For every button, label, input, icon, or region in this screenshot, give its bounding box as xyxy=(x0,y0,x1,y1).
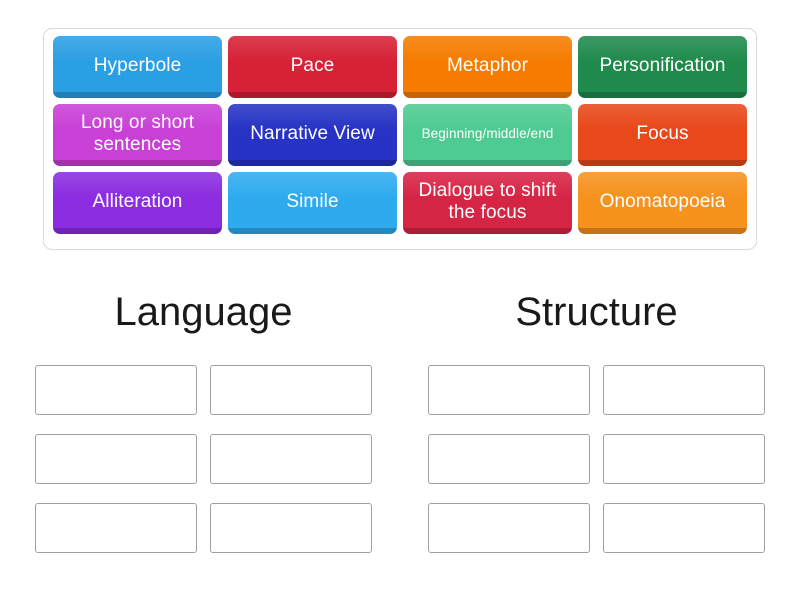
dropzone-slot[interactable] xyxy=(603,365,765,415)
tile-label: Narrative View xyxy=(250,122,375,144)
tile-label: Metaphor xyxy=(446,54,529,76)
dropzone-column-structure xyxy=(428,365,765,572)
tile-metaphor[interactable]: Metaphor xyxy=(403,36,572,98)
dropzone-slot[interactable] xyxy=(603,434,765,484)
dropzone-column-language xyxy=(35,365,372,572)
dropzone-slot[interactable] xyxy=(35,365,197,415)
dropzone-slot[interactable] xyxy=(35,434,197,484)
dropzone-slot[interactable] xyxy=(428,365,590,415)
column-heading-structure: Structure xyxy=(515,290,678,334)
tile-pool: Hyperbole Pace Metaphor Personification … xyxy=(43,28,757,250)
tile-row: Long or short sentences Narrative View B… xyxy=(50,104,750,166)
dropzone-slot[interactable] xyxy=(428,434,590,484)
tile-personification[interactable]: Personification xyxy=(578,36,747,98)
tile-label: Simile xyxy=(286,190,339,212)
tile-label: Onomatopoeia xyxy=(599,190,726,212)
tile-narrative-view[interactable]: Narrative View xyxy=(228,104,397,166)
dropzone-slot[interactable] xyxy=(210,434,372,484)
dropzone-slot[interactable] xyxy=(35,503,197,553)
tile-dialogue-to-shift-the-focus[interactable]: Dialogue to shift the focus xyxy=(403,172,572,234)
tile-onomatopoeia[interactable]: Onomatopoeia xyxy=(578,172,747,234)
dropzone-slot[interactable] xyxy=(603,503,765,553)
tile-label: Dialogue to shift the focus xyxy=(418,180,557,223)
tile-label: Beginning/middle/end xyxy=(421,125,554,141)
tile-alliteration[interactable]: Alliteration xyxy=(53,172,222,234)
tile-beginning-middle-end[interactable]: Beginning/middle/end xyxy=(403,104,572,166)
tile-label: Alliteration xyxy=(92,190,183,212)
tile-label: Pace xyxy=(290,54,335,76)
tile-focus[interactable]: Focus xyxy=(578,104,747,166)
dropzone-slot[interactable] xyxy=(428,503,590,553)
tile-label: Focus xyxy=(636,122,689,144)
tile-row: Hyperbole Pace Metaphor Personification xyxy=(50,36,750,98)
tile-label: Hyperbole xyxy=(93,54,182,76)
tile-row: Alliteration Simile Dialogue to shift th… xyxy=(50,172,750,234)
dropzone-slot[interactable] xyxy=(210,503,372,553)
tile-label: Long or short sentences xyxy=(80,112,195,155)
column-heading-language: Language xyxy=(114,290,293,334)
tile-simile[interactable]: Simile xyxy=(228,172,397,234)
dropzone-slot[interactable] xyxy=(210,365,372,415)
tile-label: Personification xyxy=(599,54,726,76)
tile-long-or-short-sentences[interactable]: Long or short sentences xyxy=(53,104,222,166)
tile-pace[interactable]: Pace xyxy=(228,36,397,98)
tile-hyperbole[interactable]: Hyperbole xyxy=(53,36,222,98)
